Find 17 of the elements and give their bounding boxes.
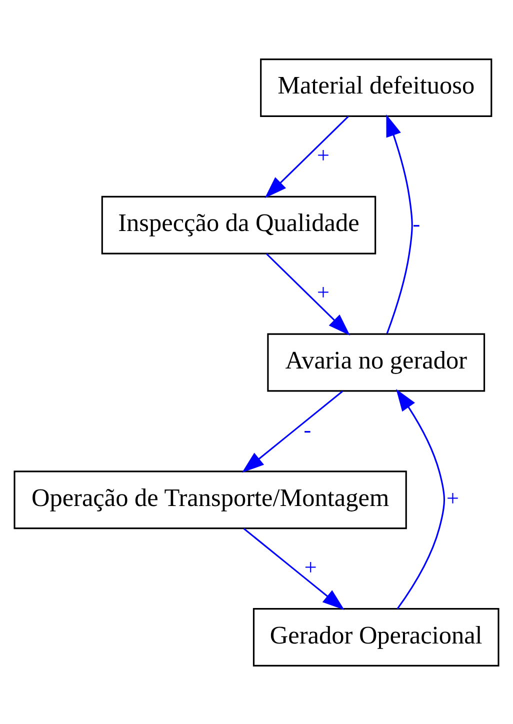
node-box: Inspecção da Qualidade <box>101 195 376 254</box>
arrow <box>243 528 344 610</box>
edge-label: + <box>304 554 317 579</box>
edge-label: - <box>412 210 420 236</box>
arrow <box>264 115 349 198</box>
arrow <box>266 252 350 335</box>
node-box: Avaria no gerador <box>267 332 486 392</box>
node-box: Material defeituoso <box>260 58 492 116</box>
node-box: Gerador Operacional <box>252 608 500 666</box>
edge-label: + <box>316 279 330 304</box>
arrow <box>396 388 446 609</box>
edge-label: + <box>316 142 330 167</box>
edge-label: - <box>304 416 312 442</box>
edge-label: + <box>446 485 459 510</box>
node-box: Operação de Transporte/Montagem <box>14 470 407 529</box>
arrow <box>386 114 413 334</box>
arrow <box>242 390 344 472</box>
